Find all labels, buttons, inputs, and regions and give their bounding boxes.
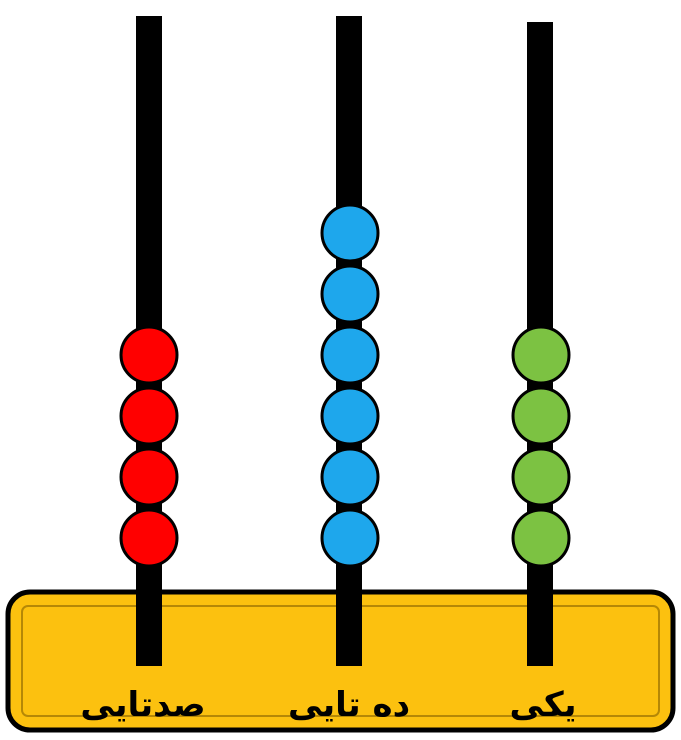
bead-hundreds-2 — [121, 449, 177, 505]
label-hundreds: صدتایی — [80, 685, 205, 725]
bead-tens-4 — [322, 327, 378, 383]
bead-ones-3 — [513, 388, 569, 444]
bead-ones-1 — [513, 510, 569, 566]
label-tens: ده تایی — [288, 685, 410, 725]
bead-hundreds-3 — [121, 388, 177, 444]
label-ones: یکی — [510, 685, 577, 725]
bead-ones-4 — [513, 327, 569, 383]
bead-hundreds-1 — [121, 510, 177, 566]
bead-tens-2 — [322, 449, 378, 505]
bead-ones-2 — [513, 449, 569, 505]
bead-tens-1 — [322, 510, 378, 566]
bead-hundreds-4 — [121, 327, 177, 383]
bead-tens-6 — [322, 205, 378, 261]
bead-tens-3 — [322, 388, 378, 444]
bead-tens-5 — [322, 266, 378, 322]
